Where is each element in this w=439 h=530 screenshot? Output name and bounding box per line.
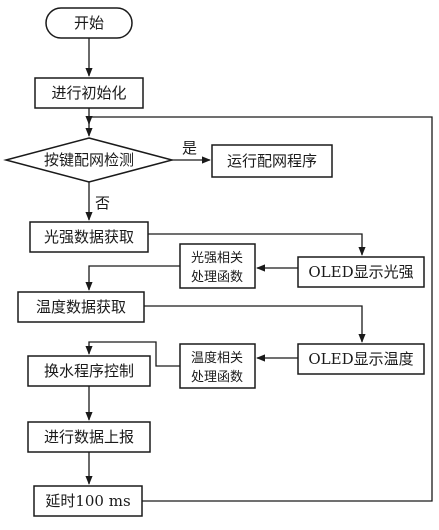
light-proc-label-1: 光强相关 [191, 251, 243, 266]
light-get-box: 光强数据获取 [29, 221, 149, 253]
temp-get-label: 温度数据获取 [36, 298, 126, 316]
water-box: 换水程序控制 [27, 355, 151, 387]
delay-box: 延时100 ms [33, 485, 143, 517]
light-proc-label-2: 处理函数 [191, 270, 243, 285]
arrow-loop-back [85, 115, 433, 502]
netconfig-label: 运行配网程序 [227, 152, 317, 170]
report-box: 进行数据上报 [27, 421, 151, 453]
init-box: 进行初始化 [34, 77, 144, 109]
oled-temp-label: OLED显示温度 [308, 350, 413, 368]
yes-label: 是 [182, 139, 197, 157]
water-label: 换水程序控制 [44, 362, 134, 380]
oled-light-box: OLED显示光强 [297, 256, 425, 288]
start-terminal: 开始 [45, 7, 133, 39]
arrow-tempproc-to-water [85, 341, 180, 367]
no-label: 否 [95, 194, 110, 212]
netconfig-box: 运行配网程序 [211, 144, 333, 178]
keycheck-label: 按键配网检测 [44, 151, 134, 169]
arrow-light-to-oled [148, 233, 366, 256]
init-label: 进行初始化 [51, 84, 126, 102]
arrow-temp-to-oled [144, 305, 366, 343]
temp-proc-label-2: 处理函数 [191, 370, 243, 385]
temp-get-box: 温度数据获取 [17, 291, 145, 323]
keycheck-decision: 按键配网检测 [3, 137, 175, 183]
start-label: 开始 [74, 14, 104, 32]
temp-proc-box: 温度相关 处理函数 [179, 343, 256, 389]
light-get-label: 光强数据获取 [44, 228, 134, 246]
oled-temp-box: OLED显示温度 [297, 343, 425, 375]
light-proc-box: 光强相关 处理函数 [179, 243, 256, 289]
report-label: 进行数据上报 [44, 428, 134, 446]
arrow-lightproc-to-temp [85, 265, 180, 291]
oled-light-label: OLED显示光强 [308, 263, 413, 281]
temp-proc-label-1: 温度相关 [191, 350, 243, 366]
delay-label: 延时100 ms [45, 492, 130, 510]
